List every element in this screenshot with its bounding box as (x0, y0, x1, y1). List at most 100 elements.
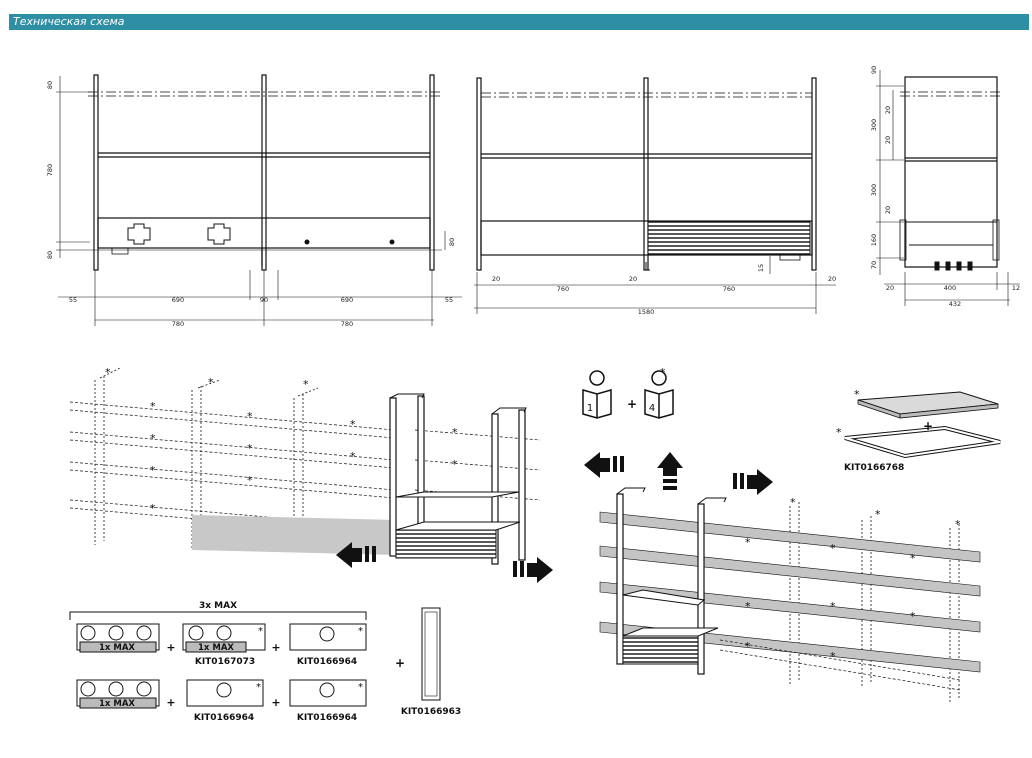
side-bottom-2: 400 (944, 284, 956, 292)
plus-3: + (166, 696, 175, 709)
accessories-bracket (69, 611, 367, 620)
side-dim-1: 90 (870, 66, 878, 74)
max-label: 3x MAX (199, 601, 237, 611)
star-iso-y: * (830, 650, 836, 663)
star-iso-q: * (955, 518, 961, 531)
kit-top-panel: KIT0166768 (844, 463, 904, 473)
dim-bottom-5: 55 (445, 296, 453, 304)
inner-max-1: 1x MAX (99, 643, 135, 653)
front-view-middle (474, 77, 836, 314)
manual-plus: + (627, 397, 637, 411)
dim-left-2: 780 (46, 164, 54, 176)
dim-right: 80 (448, 238, 456, 246)
star-iso-r: * (745, 536, 751, 549)
kit-4: KIT0166964 (297, 713, 357, 723)
manual-ref-4: 4 (649, 403, 655, 414)
manual-ref-1: 1 (587, 403, 593, 414)
plus-2: + (271, 641, 280, 654)
side-bottom-1: 20 (886, 284, 894, 292)
side-inner-2: 20 (884, 206, 892, 214)
dim-left-1: 80 (46, 81, 54, 89)
side-panel-kit (421, 607, 441, 701)
mid-dim-5: 20 (828, 275, 836, 283)
top-panel-kit (844, 391, 1001, 459)
front-view-left-labels: 80 780 80 80 55 690 90 690 55 780 780 (46, 81, 456, 328)
accessory-group-6 (289, 679, 367, 707)
accessory-group-5 (186, 679, 264, 707)
mid-dim-small: 15 (757, 264, 765, 272)
side-view-labels: 90 300 20 300 160 70 20 20 20 400 12 432 (870, 66, 1020, 308)
dim-bottom-1: 55 (69, 296, 77, 304)
star-iso-b: * (208, 376, 214, 389)
manual-book-icon-2 (644, 370, 674, 419)
kit-5: KIT0166963 (401, 707, 461, 717)
star-iso-frame: * (836, 426, 842, 439)
star-iso-v: * (830, 600, 836, 613)
accessory-group-2 (182, 623, 266, 653)
star-iso-top: * (854, 388, 860, 401)
star-iso-c: * (303, 378, 309, 391)
side-view (876, 70, 1020, 306)
manual-book-icon (582, 370, 612, 419)
section-header: Техническая схема (9, 14, 1029, 30)
star-iso-f: * (150, 464, 156, 477)
star-iso-u: * (745, 600, 751, 613)
star-iso-w: * (910, 610, 916, 623)
star-iso-e: * (150, 432, 156, 445)
iso-stars: * * * * * * * * * * * * * * * * * * * * … (105, 366, 961, 663)
manual-icons: 1 + 4 (582, 370, 674, 419)
kit-1: KIT0167073 (195, 657, 255, 667)
star-iso-n: * (452, 458, 458, 471)
section-title: Техническая схема (13, 15, 125, 28)
dim-total-2: 780 (341, 320, 353, 328)
star-iso-s: * (830, 542, 836, 555)
star-iso-i: * (247, 442, 253, 455)
side-dim-4: 300 (870, 184, 878, 196)
star-1: * (258, 626, 263, 637)
side-dim-5: 160 (870, 234, 878, 246)
mid-dim-1: 20 (492, 275, 500, 283)
isometric-right (584, 452, 981, 704)
star-iso-d: * (150, 400, 156, 413)
mid-dim-total: 1580 (638, 308, 655, 316)
star-iso-t: * (910, 552, 916, 565)
mid-dim-2: 760 (557, 285, 569, 293)
inner-max-3: 1x MAX (99, 699, 135, 709)
dim-total-1: 780 (172, 320, 184, 328)
accessory-group-3 (289, 623, 367, 651)
kit-2: KIT0166964 (297, 657, 357, 667)
front-view-middle-labels: 20 760 20 760 20 1580 15 (492, 264, 836, 316)
plus-5: + (395, 656, 405, 670)
inner-max-2: 1x MAX (198, 643, 234, 653)
plus-1: + (166, 641, 175, 654)
side-inner-1: 20 (884, 106, 892, 114)
side-dim-3: 20 (884, 136, 892, 144)
star-iso-o: * (790, 496, 796, 509)
star-iso-k: * (350, 418, 356, 431)
side-dim-2: 300 (870, 119, 878, 131)
dim-bottom-4: 690 (341, 296, 353, 304)
dim-left-3: 80 (46, 251, 54, 259)
star-iso-j: * (247, 474, 253, 487)
front-view-left (56, 74, 462, 326)
side-dim-6: 70 (870, 261, 878, 269)
star-iso-h: * (247, 410, 253, 423)
top-panel-plus: + (923, 419, 933, 433)
mid-dim-3: 20 (629, 275, 637, 283)
star-2: * (358, 626, 363, 637)
accessory-group-1 (76, 623, 160, 653)
star-iso-p: * (875, 508, 881, 521)
mid-dim-4: 760 (723, 285, 735, 293)
dim-bottom-2: 690 (172, 296, 184, 304)
kit-3: KIT0166964 (194, 713, 254, 723)
accessory-group-4 (76, 679, 160, 709)
side-total: 432 (949, 300, 961, 308)
plus-4: + (271, 696, 280, 709)
isometric-left (69, 367, 553, 583)
star-iso-z: * (660, 366, 666, 379)
star-iso-m: * (452, 426, 458, 439)
star-iso-l: * (350, 450, 356, 463)
star-3: * (256, 682, 261, 693)
side-bottom-3: 12 (1012, 284, 1020, 292)
